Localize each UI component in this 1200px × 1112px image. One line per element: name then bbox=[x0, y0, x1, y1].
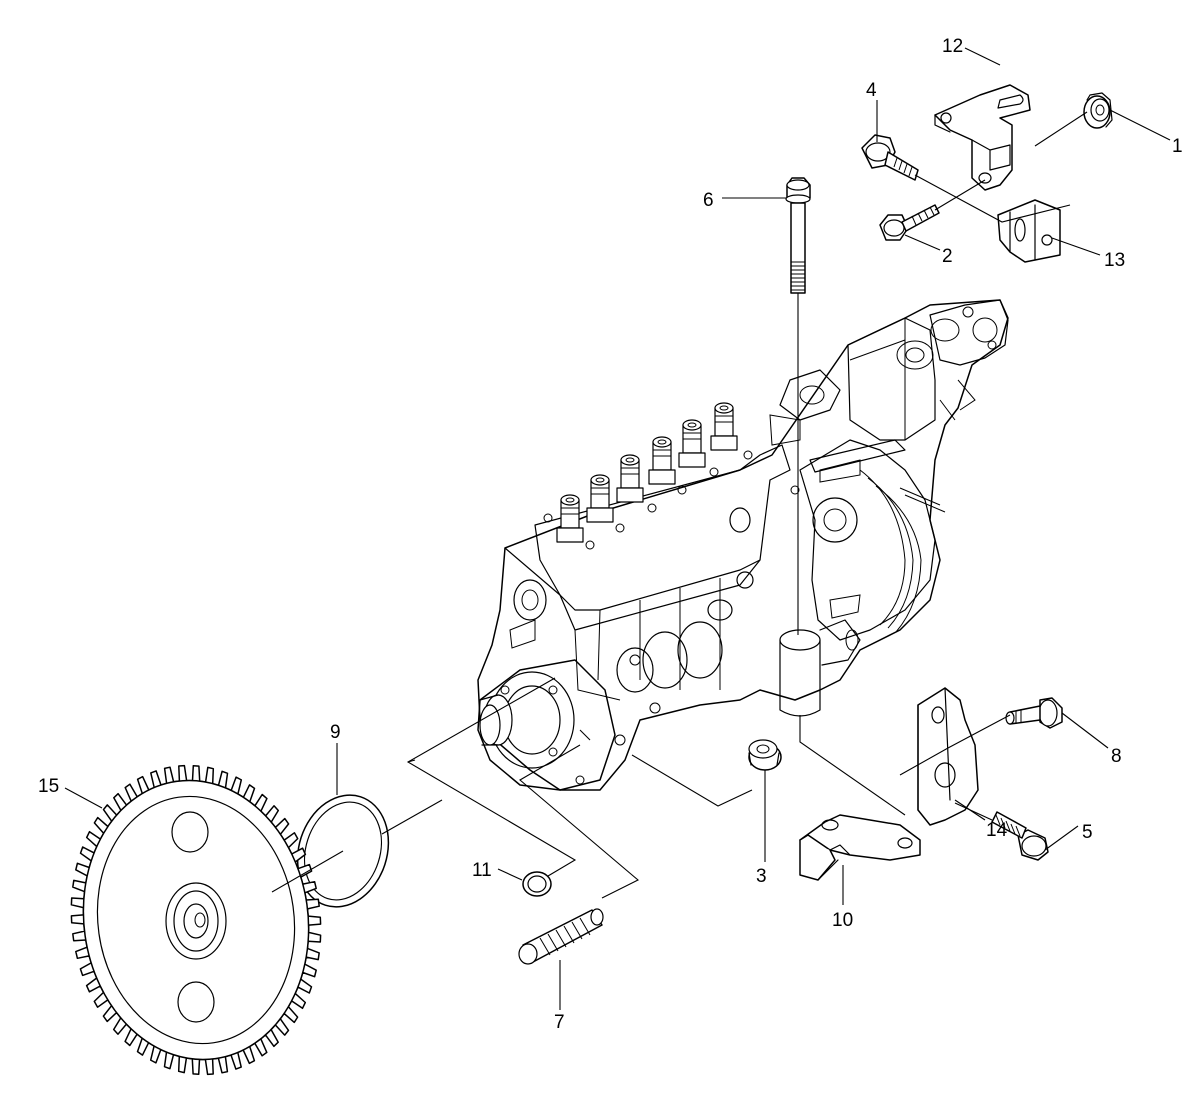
part-3-nut bbox=[748, 739, 782, 771]
part-4-flange-bolt bbox=[861, 134, 919, 181]
part-6-long-bolt bbox=[785, 177, 811, 294]
part-15-drive-gear bbox=[70, 764, 322, 1076]
part-14-angle-bracket bbox=[917, 687, 979, 826]
callout-7: 7 bbox=[554, 1012, 565, 1033]
part-7-stud bbox=[518, 908, 604, 965]
part-2-bolt bbox=[879, 204, 940, 241]
callout-6: 6 bbox=[703, 190, 714, 211]
callout-2: 2 bbox=[942, 246, 953, 267]
part-9-o-ring bbox=[296, 794, 390, 908]
drive-flange bbox=[477, 659, 616, 791]
callout-15: 15 bbox=[38, 776, 59, 797]
callout-3: 3 bbox=[756, 866, 767, 887]
callout-9: 9 bbox=[330, 722, 341, 743]
callout-10: 10 bbox=[832, 910, 853, 931]
part-8-bolt bbox=[1005, 697, 1063, 729]
assembly-guide-lines bbox=[271, 111, 1088, 899]
part-13-small-bracket bbox=[997, 199, 1061, 263]
callout-13: 13 bbox=[1104, 250, 1125, 271]
callout-labels: 1 2 3 4 5 6 7 8 9 10 11 12 13 14 15 bbox=[38, 36, 1183, 1033]
part-10-bracket-plate bbox=[799, 814, 921, 881]
callout-8: 8 bbox=[1111, 746, 1122, 767]
callout-1: 1 bbox=[1172, 136, 1183, 157]
part-12-bracket bbox=[934, 84, 1031, 191]
callout-14: 14 bbox=[986, 820, 1008, 841]
delivery-valve-holders bbox=[556, 402, 738, 543]
callout-12: 12 bbox=[942, 36, 963, 57]
callout-5: 5 bbox=[1082, 822, 1093, 843]
callout-11: 11 bbox=[472, 860, 492, 881]
callout-4: 4 bbox=[866, 80, 877, 101]
part-1-flange-nut bbox=[1083, 92, 1113, 129]
injection-pump-assembly bbox=[477, 299, 1009, 791]
part-5-bolt bbox=[991, 811, 1049, 861]
part-11-washer bbox=[522, 871, 552, 897]
callout-leaders bbox=[64, 47, 1171, 1010]
